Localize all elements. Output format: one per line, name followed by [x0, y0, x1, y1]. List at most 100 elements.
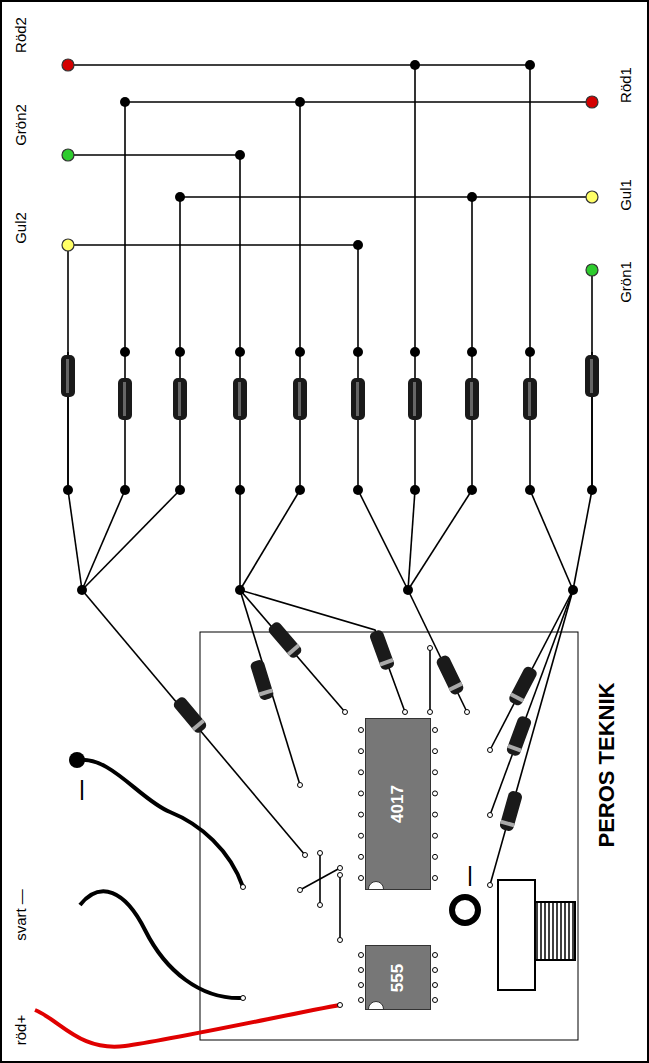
chip-pin [359, 983, 364, 988]
wire [408, 490, 472, 590]
junction-dot [295, 97, 305, 107]
resistor-symbol [118, 378, 132, 420]
led-symbol [586, 191, 598, 203]
solder-pad [338, 866, 343, 871]
solder-pad [318, 851, 323, 856]
diode-body [369, 629, 396, 671]
solder-pad [343, 710, 348, 715]
resistor-body [585, 355, 599, 397]
chip-pin [433, 998, 438, 1003]
solder-pad [298, 888, 303, 893]
potentiometer-ring [452, 897, 478, 923]
resistor-symbol [351, 378, 365, 420]
led-label: Grön1 [617, 261, 634, 303]
chip-label: 555 [388, 963, 408, 991]
wire [530, 490, 573, 590]
chip-notch [368, 881, 384, 890]
diode-symbol [506, 715, 533, 757]
junction-dot [587, 485, 597, 495]
resistor-shine [123, 382, 126, 416]
solder-pad [338, 938, 343, 943]
chip-pin [433, 953, 438, 958]
solder-pad [241, 885, 246, 890]
resistor-shine [356, 382, 359, 416]
resistor-symbol [465, 378, 479, 420]
wire [471, 197, 473, 352]
junction-dot [120, 347, 130, 357]
junction-dot [235, 150, 245, 160]
diode-body [499, 790, 523, 832]
circuit-board [200, 632, 578, 1040]
polarity-mark: — [69, 780, 92, 800]
black-wire [80, 891, 243, 998]
junction-dot [120, 97, 130, 107]
junction-dot [235, 485, 245, 495]
diode-symbol [508, 665, 539, 707]
solder-pad [338, 873, 343, 878]
resistor-symbol [61, 355, 75, 397]
wire [82, 490, 180, 590]
diode-body [508, 665, 539, 707]
diode-body [267, 620, 304, 659]
led-symbol [586, 264, 598, 276]
led-label: Grön2 [12, 104, 29, 146]
wire [573, 490, 592, 590]
junction-dot [295, 347, 305, 357]
chip-pin [359, 791, 364, 796]
diode-symbol [369, 629, 396, 671]
resistor-body [233, 378, 247, 420]
led-label: Gul2 [12, 212, 29, 244]
junction-dot [175, 192, 185, 202]
wire [357, 245, 359, 352]
resistor-shine [590, 359, 593, 393]
chip-pin [359, 953, 364, 958]
led-symbol [586, 96, 598, 108]
chip-pin [359, 854, 364, 859]
wire [490, 590, 573, 815]
wire [239, 490, 241, 590]
resistor-body [408, 378, 422, 420]
solder-pad [428, 710, 433, 715]
wire [357, 352, 359, 490]
diode-band [510, 693, 524, 703]
wire [429, 648, 431, 712]
wire-label: svart — [12, 889, 29, 941]
potentiometer-shaft [535, 902, 575, 960]
resistor-body [61, 355, 75, 397]
wire [68, 64, 530, 66]
resistor-body [351, 378, 365, 420]
diode-band [287, 644, 300, 656]
diode-band [259, 688, 274, 696]
junction-dot [525, 347, 535, 357]
wire [179, 352, 181, 490]
diode-band [448, 682, 462, 692]
solder-pad [465, 710, 470, 715]
resistor-shine [528, 382, 531, 416]
probe-tip [69, 752, 85, 768]
chip-pin [433, 983, 438, 988]
junction-dot [175, 347, 185, 357]
wire [68, 154, 240, 156]
chip-pin [433, 833, 438, 838]
led-symbol [62, 59, 74, 71]
wire [68, 244, 358, 246]
resistor-symbol [585, 355, 599, 397]
chip-pin [433, 728, 438, 733]
junction-dot [467, 485, 477, 495]
resistor-shine [238, 382, 241, 416]
junction-dot [353, 485, 363, 495]
wire [471, 352, 473, 490]
diode-band [192, 719, 205, 731]
junction-dot [295, 485, 305, 495]
diode-symbol [172, 695, 208, 735]
resistor-body [523, 378, 537, 420]
resistor-symbol [293, 378, 307, 420]
chip-label: 4017 [388, 785, 408, 823]
chip-pin [359, 728, 364, 733]
junction-dot [235, 347, 245, 357]
wire [529, 352, 531, 490]
resistor-body [118, 378, 132, 420]
wire [82, 490, 125, 590]
